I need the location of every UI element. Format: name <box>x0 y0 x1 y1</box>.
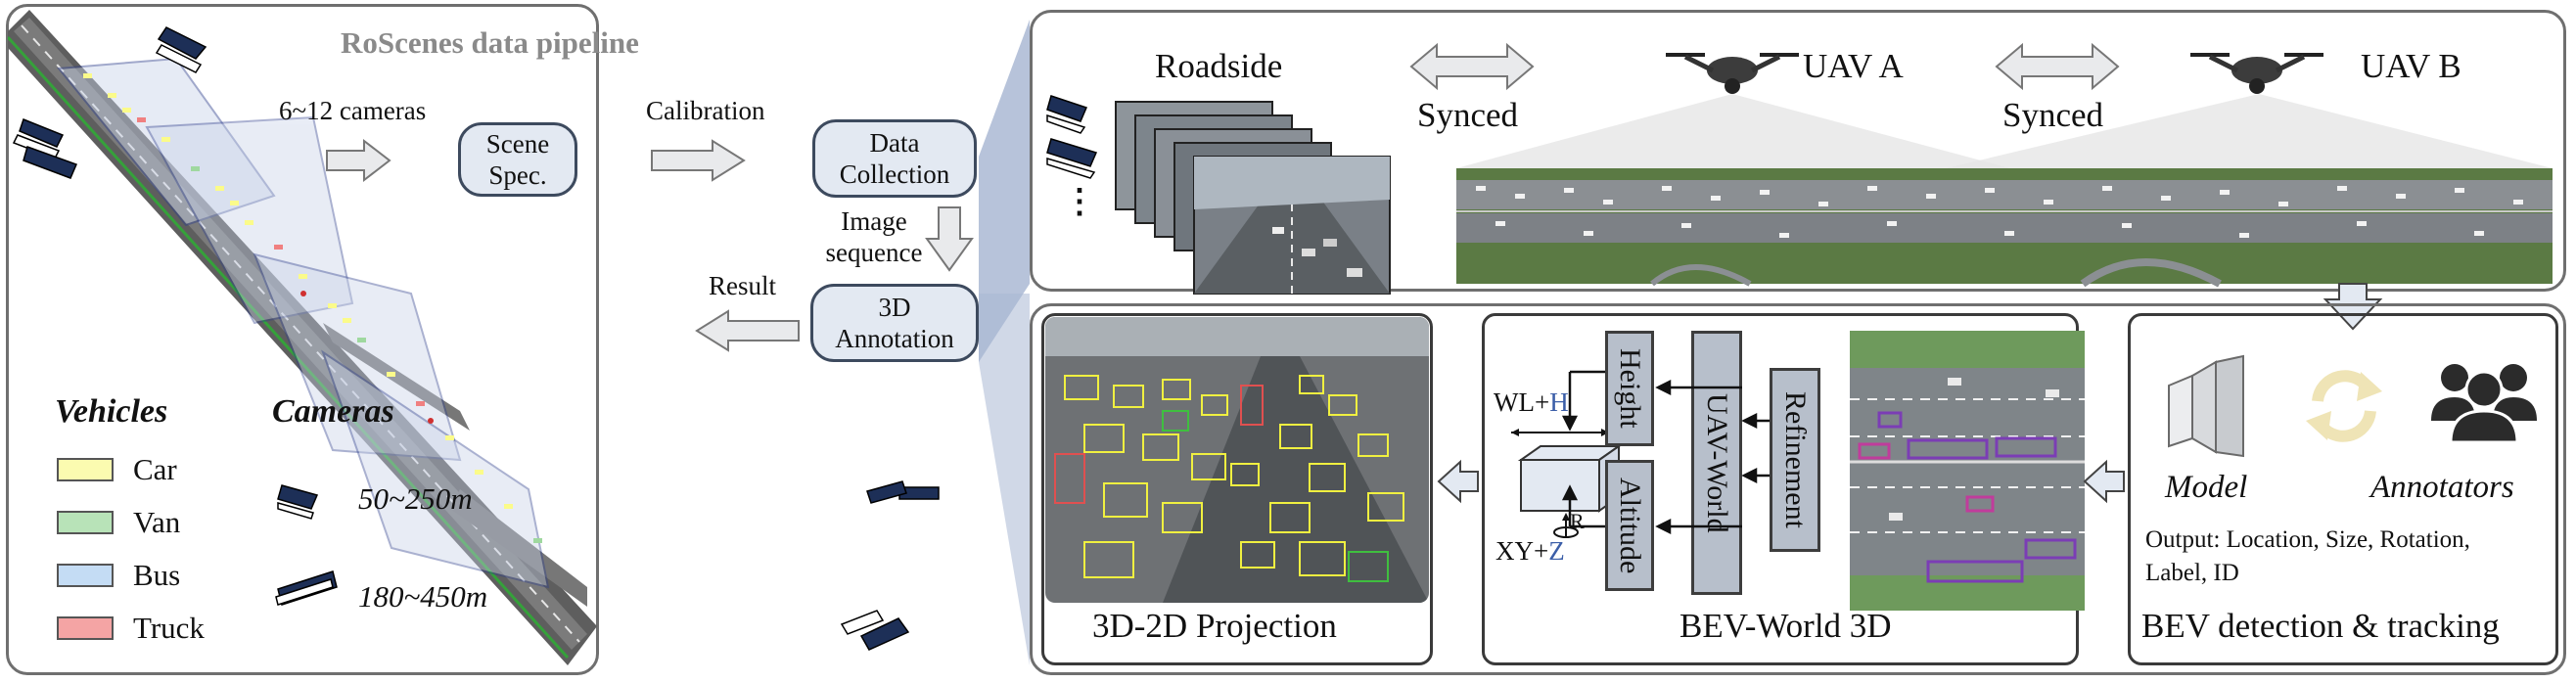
vehicles-legend-title: Vehicles <box>55 393 168 430</box>
arrow-to-scene-spec <box>326 138 391 183</box>
bev-wl-h-label: WL+H <box>1494 387 1569 418</box>
legend-swatch-van <box>57 511 114 534</box>
image-sequence-label: Image sequence <box>820 205 928 268</box>
refinement-box: Refinement <box>1770 368 1820 552</box>
arrow-bev-to-projection <box>1437 459 1479 504</box>
model-label: Model <box>2165 470 2248 505</box>
bev-world-caption: BEV-World 3D <box>1679 607 1892 645</box>
projection-image <box>1045 317 1429 603</box>
altitude-text: Altitude <box>1614 477 1646 574</box>
bev-detection-subpanel <box>2128 313 2558 665</box>
arrow-to-data-collection <box>651 139 746 182</box>
legend-swatch-bus <box>57 564 114 587</box>
uav-a-label: UAV A <box>1803 47 1904 85</box>
refinement-text: Refinement <box>1779 391 1812 528</box>
arrow-down-to-annotation <box>925 206 974 272</box>
synced-arrow-1 <box>1409 42 1535 91</box>
road-scene-illustration <box>8 10 940 665</box>
result-label: Result <box>709 271 777 300</box>
bev-aerial-image <box>1850 331 2085 611</box>
camera-short-range-label: 50~250m <box>358 481 473 516</box>
height-box: Height <box>1605 331 1654 446</box>
roadside-camera-icons <box>1046 95 1098 179</box>
projection-caption: 3D-2D Projection <box>1092 607 1337 645</box>
annotation-3d-box: 3D Annotation <box>810 284 979 362</box>
bev-detection-caption: BEV detection & tracking <box>2141 607 2500 645</box>
bev-3d-box-diagram <box>1511 429 1623 538</box>
altitude-box: Altitude <box>1605 460 1654 591</box>
image-sequence-text: Image sequence <box>825 206 923 267</box>
uav-a-icon <box>1666 53 1799 94</box>
arrow-result-left <box>695 309 800 352</box>
uav-world-text: UAV-World <box>1701 392 1733 533</box>
legend-label-truck: Truck <box>133 611 205 645</box>
refresh-cycle-icon <box>2306 370 2382 442</box>
camera-short-range-icon <box>277 484 319 520</box>
legend-swatch-truck <box>57 616 114 640</box>
uav-b-icon <box>2190 53 2323 94</box>
roadside-label: Roadside <box>1155 47 1283 85</box>
annotators-label: Annotators <box>2370 470 2514 505</box>
legend-label-van: Van <box>133 505 181 539</box>
synced-label-2: Synced <box>2002 96 2104 134</box>
legend-label-bus: Bus <box>133 558 181 592</box>
uav-aerial-view <box>1456 94 2553 288</box>
legend-swatch-car <box>57 458 114 481</box>
scene-spec-box: Scene Spec. <box>458 122 577 197</box>
camera-ellipsis: ⋮ <box>1063 184 1096 220</box>
arrow-detection-to-bev <box>2083 459 2125 504</box>
model-icon <box>2168 354 2244 458</box>
synced-label-1: Synced <box>1417 96 1519 134</box>
cameras-count-label: 6~12 cameras <box>279 96 427 125</box>
synced-arrow-2 <box>1995 42 2120 91</box>
height-text: Height <box>1614 348 1646 429</box>
uav-b-label: UAV B <box>2361 47 2461 85</box>
bev-world-connectors <box>1561 370 1770 535</box>
bev-wl-h-text: WL+H <box>1494 387 1569 417</box>
camera-icons <box>12 26 940 651</box>
output-line-1: Output: Location, Size, Rotation, <box>2145 526 2470 553</box>
pipeline-title: RoScenes data pipeline <box>341 25 639 60</box>
roadside-image-stack <box>1115 101 1391 295</box>
pipeline-panel <box>6 4 599 675</box>
output-line-2: Label, ID <box>2145 560 2239 586</box>
calibration-label: Calibration <box>646 96 765 125</box>
data-collection-box: Data Collection <box>812 119 977 198</box>
camera-long-range-icon <box>275 570 338 606</box>
projection-subpanel <box>1041 313 1433 665</box>
uav-world-box: UAV-World <box>1691 331 1742 595</box>
camera-long-range-label: 180~450m <box>358 579 488 614</box>
cameras-legend-title: Cameras <box>272 393 394 430</box>
bev-xy-z-label: XY+Z <box>1495 536 1565 566</box>
annotators-icon <box>2431 364 2537 444</box>
bottom-right-panel <box>1030 303 2566 675</box>
legend-label-car: Car <box>133 452 177 486</box>
capture-panel <box>1030 10 2566 292</box>
vehicle-markers <box>83 73 542 543</box>
